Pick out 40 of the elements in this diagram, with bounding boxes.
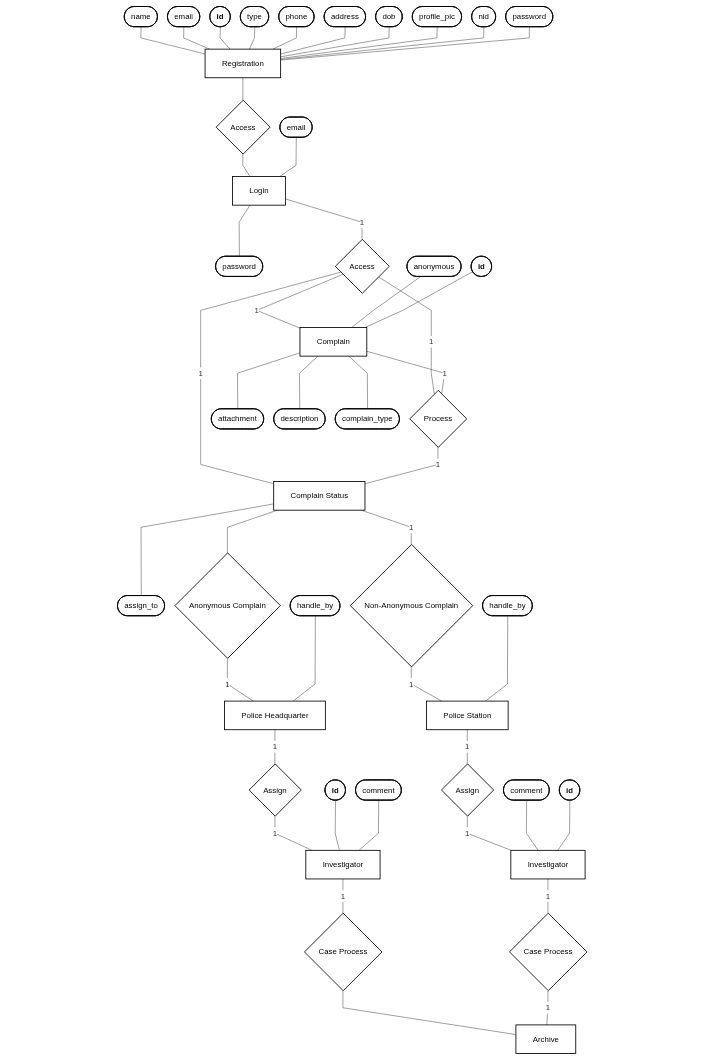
connector [280,26,390,58]
connector [242,77,243,101]
connector [377,276,435,395]
connector [280,26,346,55]
connector [280,26,438,59]
connector [298,355,318,410]
connector [236,352,300,410]
connector [274,815,312,851]
connector [351,276,421,328]
connector [274,729,275,765]
connector [248,26,255,50]
connector [334,800,340,851]
connector [284,198,363,240]
connector [140,503,274,597]
connector [466,729,468,765]
connector [525,800,539,851]
connector [466,815,512,851]
connector [546,990,548,1026]
connector [280,26,484,60]
connector [342,990,516,1035]
connector [272,26,297,50]
connector [242,153,250,177]
connector [348,355,368,410]
connector [183,26,210,50]
connector [226,658,254,702]
connector [364,271,473,328]
connector [219,26,231,50]
connector [410,666,442,702]
connector [238,204,250,257]
connector [366,351,445,395]
connector [279,137,297,177]
connector [280,26,530,61]
connector [200,271,341,485]
connector [140,26,206,55]
connector [256,274,344,329]
connector [292,615,316,702]
connector [358,800,379,851]
connector [364,447,438,485]
connector [485,615,508,702]
connector [557,800,570,851]
